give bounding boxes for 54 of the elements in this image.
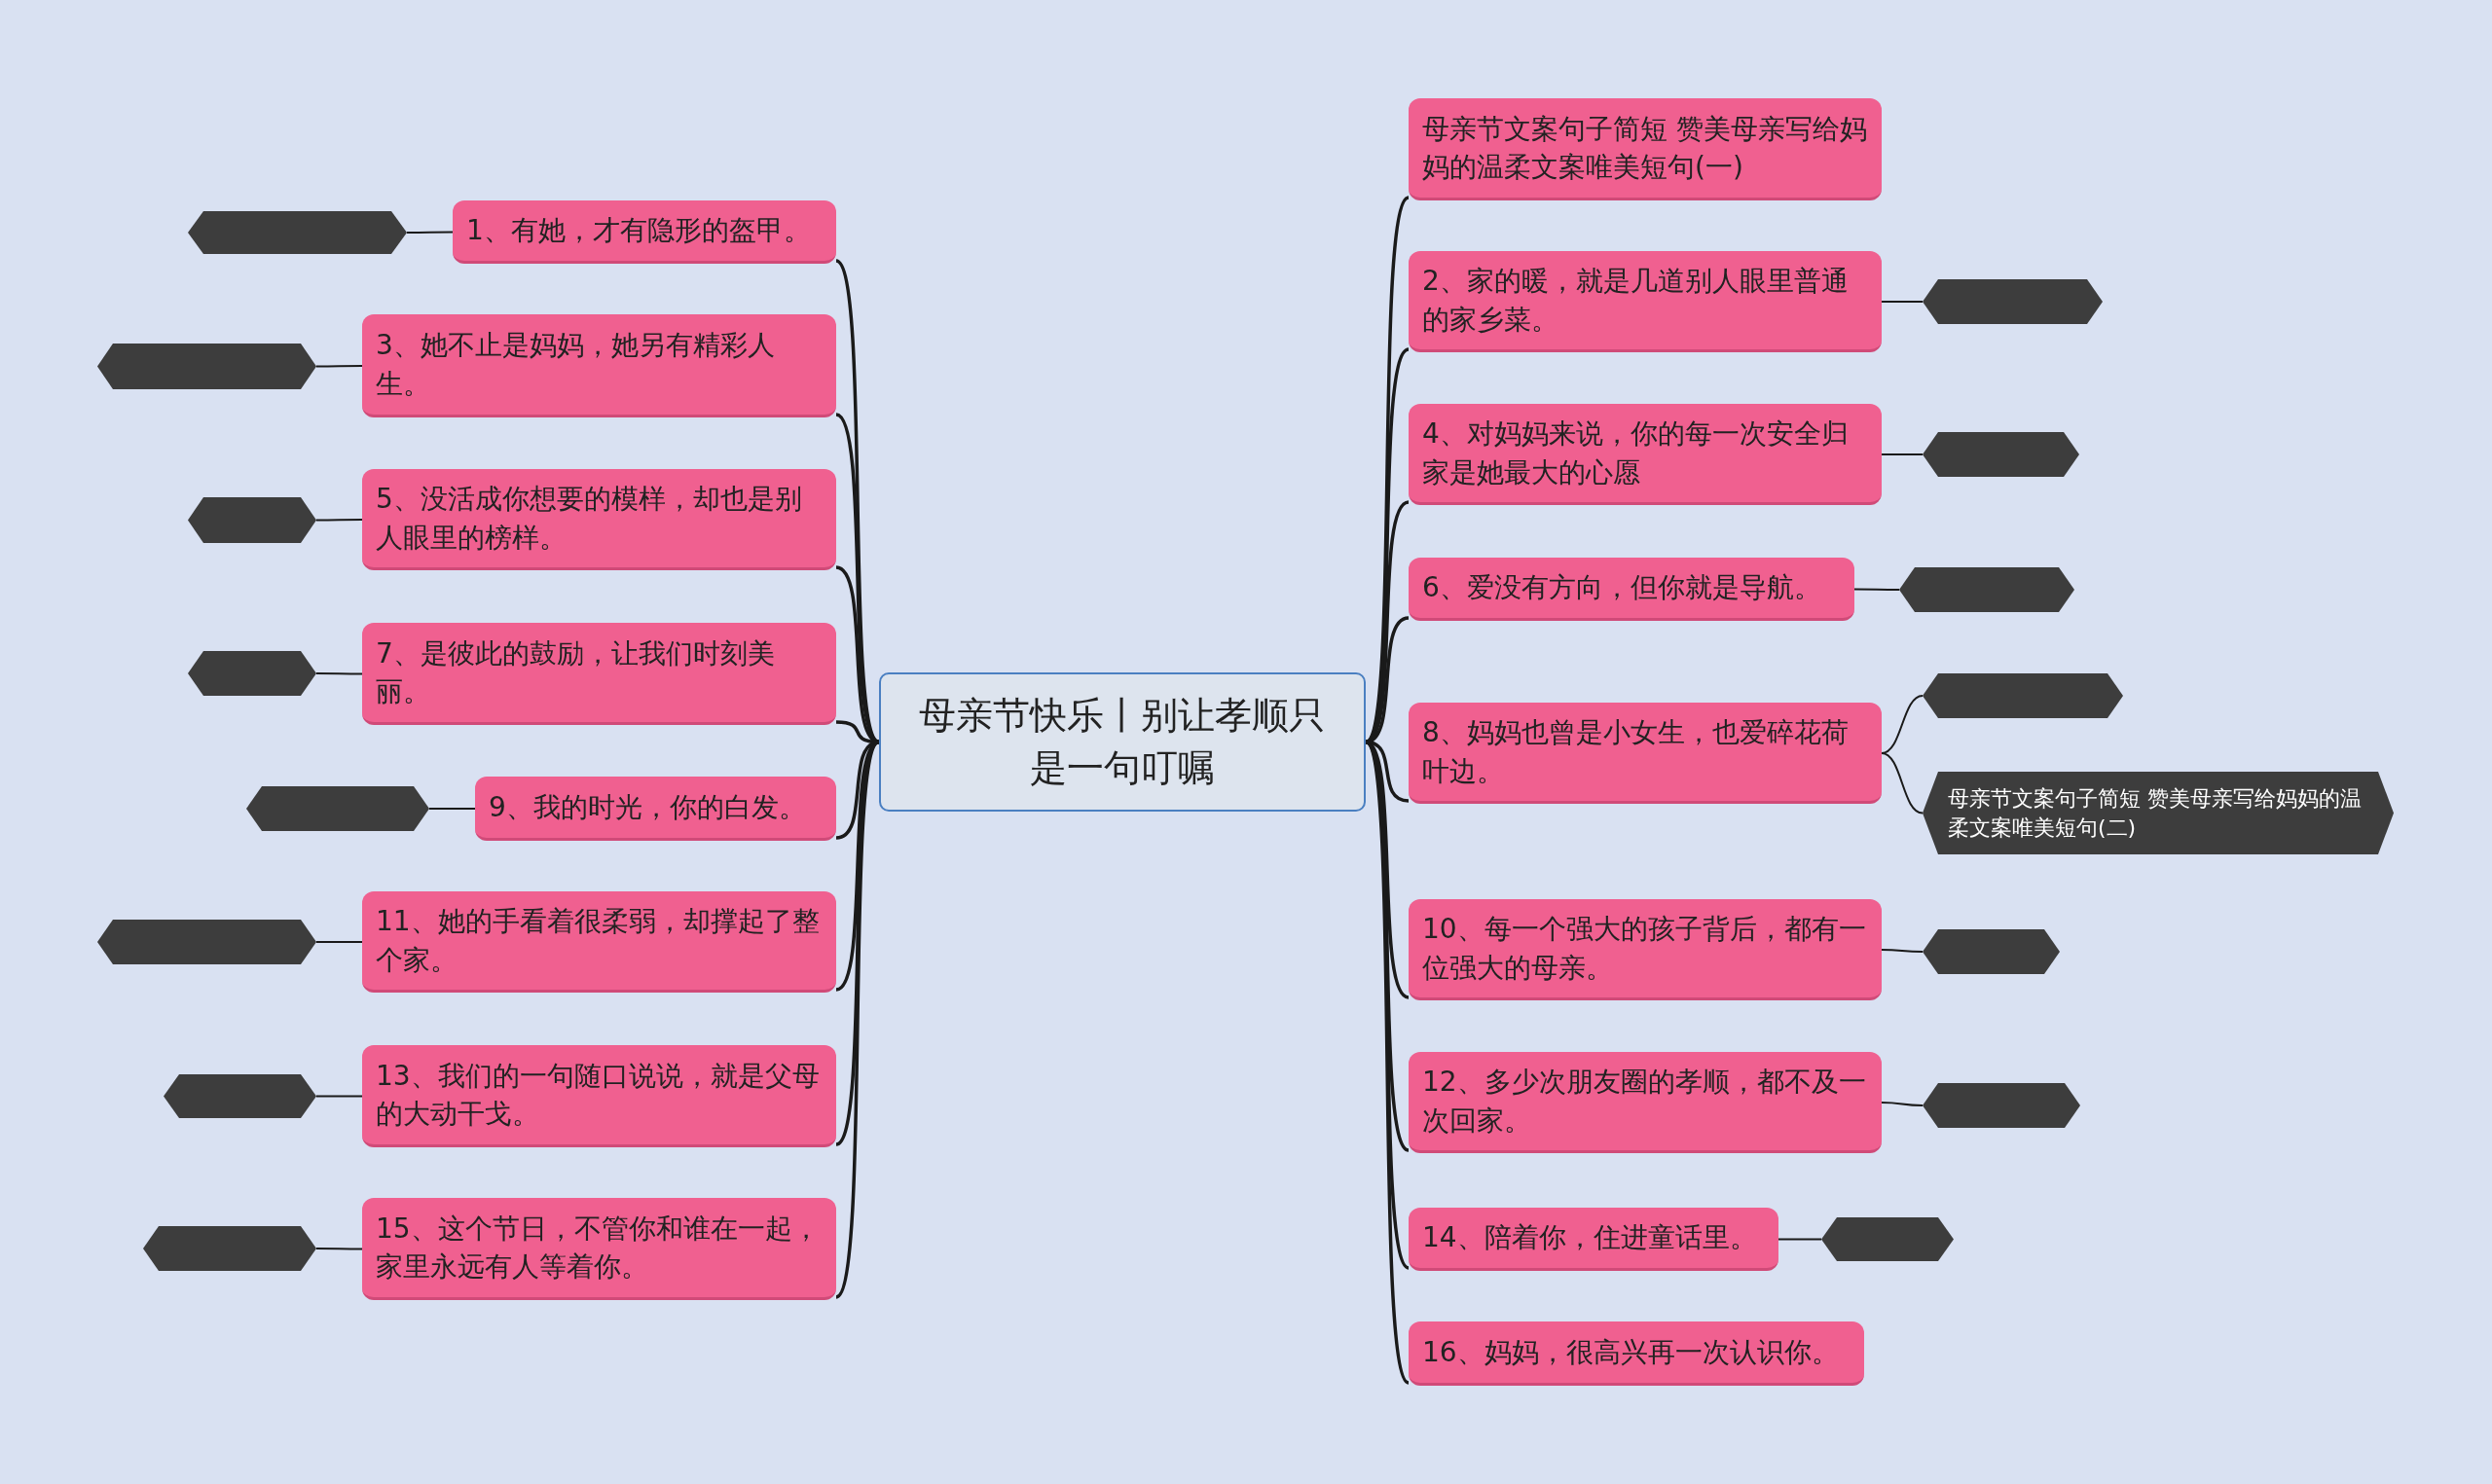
node-text: 8、妈妈也曾是小女生，也爱碎花荷叶边。 [1422, 715, 1850, 789]
node-text: 5、没活成你想要的模样，却也是别人眼里的榜样。 [376, 482, 803, 556]
node-text: 9、我的时光，你的白发。 [489, 789, 806, 825]
connector-line [1365, 500, 1410, 743]
node-text: 母亲节快乐丨别让孝顺只是一句叮嘱 [918, 693, 1327, 791]
node-text: 母亲节文案句子简短 赞美母亲写给妈妈的温柔文案唯美短句(二) [1948, 784, 2363, 842]
node-text: 4、对妈妈来说，你的每一次安全归家是她最大的心愿 [1422, 416, 1850, 490]
connector-line [1777, 1238, 1822, 1241]
node-text: 1、有她，才有隐形的盔甲。 [466, 213, 811, 249]
node-text: 6、爱没有方向，但你就是导航。 [1422, 570, 1821, 606]
branch-box [362, 314, 836, 417]
branch-box [1409, 558, 1854, 621]
connector-line [1853, 588, 1900, 591]
node-text: 15、这个节日，不管你和谁在一起，家里永远有人等着你。 [376, 1211, 821, 1285]
branch-box [362, 623, 836, 725]
node-text: 16、妈妈，很高兴再一次认识你。 [1422, 1334, 1839, 1370]
connector-line [315, 1248, 363, 1250]
node-text: 7、是彼此的鼓励，让我们时刻美丽。 [376, 635, 776, 709]
connector-line [1881, 453, 1924, 455]
branch-box [1409, 98, 1882, 200]
connector-line [1881, 949, 1924, 953]
node-text: 14、陪着你，住进童话里。 [1422, 1220, 1757, 1256]
central-topic-box [879, 672, 1366, 812]
connector-line [315, 365, 363, 368]
branch-box [1409, 1052, 1882, 1153]
connector-line [1881, 1102, 1924, 1106]
connector-line [315, 672, 363, 675]
node-text: 母亲节文案句子简短 赞美母亲写给妈妈的温柔文案唯美短句(一) [1422, 111, 1868, 185]
branch-box [362, 469, 836, 570]
branch-box [1409, 899, 1882, 1000]
connector-line [406, 231, 454, 234]
node-text: 2、家的暖，就是几道别人眼里普通的家乡菜。 [1422, 264, 1850, 338]
connector-line [315, 941, 363, 943]
branch-box [362, 1045, 836, 1147]
branch-box [362, 1198, 836, 1300]
connector-line [1881, 301, 1924, 303]
node-text: 3、她不止是妈妈，她另有精彩人生。 [376, 328, 776, 402]
connector-line [315, 1095, 363, 1098]
branch-box [1409, 1208, 1778, 1271]
connector-line [834, 741, 881, 1298]
branch-box [475, 777, 836, 841]
branch-box [1409, 1321, 1864, 1386]
node-text: 13、我们的一句随口说说，就是父母的大动干戈。 [376, 1058, 821, 1132]
node-text: 12、多少次朋友圈的孝顺，都不及一次回家。 [1422, 1065, 1867, 1139]
connector-line [428, 808, 476, 810]
connector-line [315, 519, 363, 522]
branch-box [362, 891, 836, 993]
branch-box [453, 200, 836, 264]
node-text: 11、她的手看着很柔弱，却撑起了整个家。 [376, 904, 821, 978]
branch-box [1409, 404, 1882, 505]
connector-line [1881, 752, 1924, 814]
branch-box [1409, 703, 1882, 804]
branch-box [1409, 251, 1882, 352]
node-text: 10、每一个强大的孩子背后，都有一位强大的母亲。 [1422, 912, 1867, 986]
